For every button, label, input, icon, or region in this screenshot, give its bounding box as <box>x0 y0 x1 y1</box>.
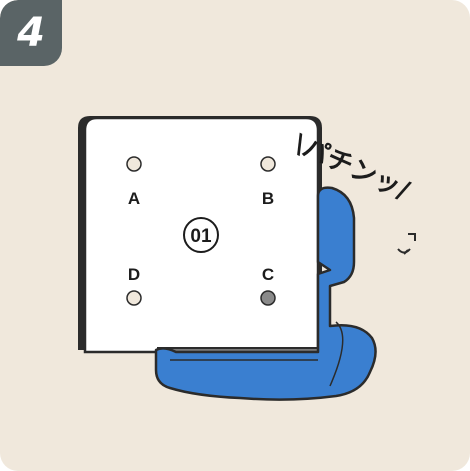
card-code: 01 <box>190 226 212 247</box>
dot-c <box>261 291 275 305</box>
label-a: A <box>128 189 140 208</box>
dot-b <box>261 157 275 171</box>
label-c: C <box>262 265 274 284</box>
dot-d <box>127 291 141 305</box>
dot-a <box>127 157 141 171</box>
label-b: B <box>262 189 274 208</box>
label-d: D <box>128 265 140 284</box>
click-motion-icon <box>398 234 415 254</box>
